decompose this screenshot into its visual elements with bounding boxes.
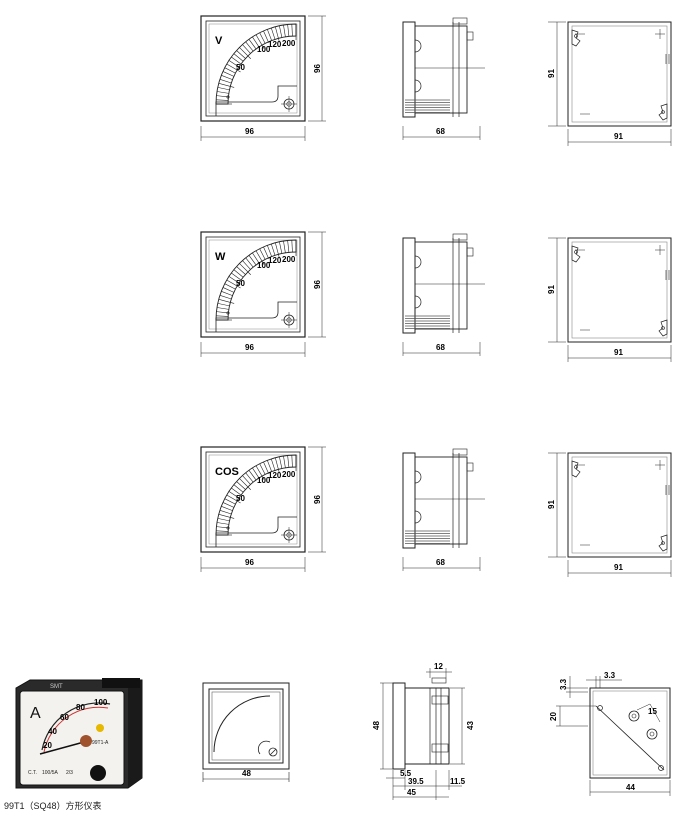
photo-scale-60: 60 bbox=[60, 713, 69, 722]
small-side-height-outer-label: 48 bbox=[372, 721, 381, 730]
photo-scale-40: 40 bbox=[48, 727, 57, 736]
meter-height-label: 96 bbox=[313, 495, 322, 504]
meter-unit-label: COS bbox=[215, 466, 239, 478]
product-photo: A 20 40 60 80 100 SMT C.T. 100/5A 2/3 99… bbox=[15, 678, 143, 789]
photo-scale-20: 20 bbox=[43, 741, 52, 750]
small-meter-side-view: 12 48 43 5.5 39.5 11.5 45 bbox=[372, 662, 475, 800]
meter-side-view: 68 bbox=[402, 448, 485, 571]
meter-back-height-label: 91 bbox=[547, 500, 556, 509]
meter-scale-label: 200 bbox=[282, 470, 296, 479]
meter-depth-label: 68 bbox=[436, 343, 445, 352]
meter-scale-label: 120 bbox=[268, 256, 282, 265]
meter-scale-label: 50 bbox=[236, 63, 245, 72]
meter-width-label: 96 bbox=[245, 127, 254, 136]
meter-side-view: 68 bbox=[402, 233, 485, 356]
small-back-d4-label: 15 bbox=[648, 707, 657, 716]
small-back-width-label: 44 bbox=[626, 783, 635, 792]
photo-brand: SMT bbox=[50, 684, 63, 690]
photo-mark-class: 2/3 bbox=[66, 770, 73, 776]
meter-back-height-label: 91 bbox=[547, 285, 556, 294]
photo-mark-ct: C.T. bbox=[28, 770, 37, 776]
meter-scale-label: 120 bbox=[268, 471, 282, 480]
small-front-width-label: 48 bbox=[242, 769, 251, 778]
photo-mark-ratio: 100/5A bbox=[42, 770, 59, 776]
small-meter-back-view: 3.3 3.3 20 15 44 bbox=[549, 671, 671, 796]
meter-back-width-label: 91 bbox=[614, 348, 623, 357]
meter-scale-label: 200 bbox=[282, 39, 296, 48]
meter-back-view: 91 91 bbox=[547, 21, 672, 146]
small-back-d1-label: 3.3 bbox=[604, 671, 616, 680]
meter-width-label: 96 bbox=[245, 558, 254, 567]
meter-width-label: 96 bbox=[245, 343, 254, 352]
meter-side-view: 68 bbox=[402, 17, 485, 140]
meter-back-height-label: 91 bbox=[547, 69, 556, 78]
meter-back-width-label: 91 bbox=[614, 132, 623, 141]
meter-scale-label: 200 bbox=[282, 255, 296, 264]
meter-scale-label: 100 bbox=[257, 476, 271, 485]
meter-scale-label: 100 bbox=[257, 261, 271, 270]
meter-scale-label: 50 bbox=[236, 494, 245, 503]
small-side-d2-label: 39.5 bbox=[408, 777, 424, 786]
small-meter-front-view: 48 bbox=[202, 682, 290, 782]
meter-depth-label: 68 bbox=[436, 127, 445, 136]
product-caption: 99T1（SQ48）方形仪表 bbox=[4, 801, 102, 811]
meter-unit-label: W bbox=[215, 251, 226, 263]
meter-back-view: 91 91 bbox=[547, 237, 672, 362]
meter-height-label: 96 bbox=[313, 64, 322, 73]
photo-unit-label: A bbox=[30, 705, 41, 722]
small-back-d3-label: 20 bbox=[549, 712, 558, 721]
meter-scale-label: 50 bbox=[236, 279, 245, 288]
small-side-d4-label: 45 bbox=[407, 788, 416, 797]
small-side-d3-label: 11.5 bbox=[450, 777, 466, 786]
meter-unit-label: V bbox=[215, 35, 223, 47]
small-side-top-label: 12 bbox=[434, 662, 443, 671]
small-side-d1-label: 5.5 bbox=[400, 769, 412, 778]
photo-mark-model: 99T1-A bbox=[92, 740, 109, 746]
meter-back-view: 91 91 bbox=[547, 452, 672, 577]
meter-depth-label: 68 bbox=[436, 558, 445, 567]
photo-scale-100: 100 bbox=[94, 698, 108, 707]
meter-back-width-label: 91 bbox=[614, 563, 623, 572]
meter-scale-label: 120 bbox=[268, 40, 282, 49]
small-back-d2-label: 3.3 bbox=[559, 678, 568, 690]
meter-height-label: 96 bbox=[313, 280, 322, 289]
meter-scale-label: 100 bbox=[257, 45, 271, 54]
small-side-height-inner-label: 43 bbox=[466, 721, 475, 730]
photo-scale-80: 80 bbox=[76, 703, 85, 712]
